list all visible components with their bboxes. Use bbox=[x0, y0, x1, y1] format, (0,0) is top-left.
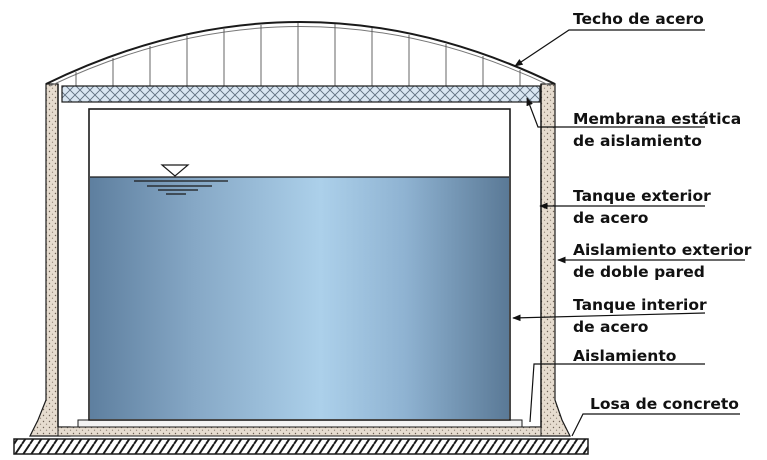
static-insulation-membrane bbox=[61, 85, 541, 103]
label-techo: Techo de acero bbox=[573, 10, 704, 28]
liquid bbox=[90, 177, 509, 419]
label-aisl-ext-2: de doble pared bbox=[573, 263, 705, 281]
label-aislamiento: Aislamiento bbox=[573, 347, 676, 365]
outer-steel-tank bbox=[57, 84, 542, 427]
concrete-slab bbox=[13, 438, 589, 455]
label-aisl-ext-1: Aislamiento exterior bbox=[573, 241, 752, 259]
liquid-level-symbol bbox=[134, 164, 228, 195]
bottom-insulation bbox=[77, 419, 523, 428]
label-losa: Losa de concreto bbox=[590, 395, 739, 413]
label-membrana-2: de aislamiento bbox=[573, 132, 702, 150]
label-tanque-ext-1: Tanque exterior bbox=[573, 187, 711, 205]
label-membrana-1: Membrana estática bbox=[573, 110, 741, 128]
steel-roof bbox=[45, 21, 556, 87]
inner-steel-tank bbox=[88, 108, 511, 421]
label-tanque-int-2: de acero bbox=[573, 318, 648, 336]
label-tanque-ext-2: de acero bbox=[573, 209, 648, 227]
label-tanque-int-1: Tanque interior bbox=[573, 296, 707, 314]
outer-tank-floor bbox=[57, 426, 542, 437]
leader-lines bbox=[512, 29, 745, 437]
